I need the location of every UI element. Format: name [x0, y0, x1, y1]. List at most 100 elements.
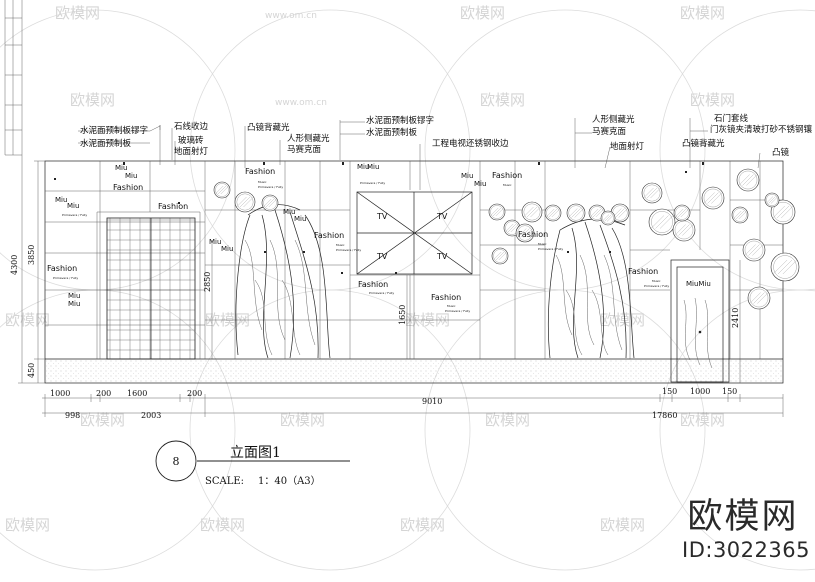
mirror-hatch: [505, 223, 514, 233]
convex-mirror-inner: [236, 193, 254, 211]
convex-mirror-inner: [517, 225, 533, 241]
mirror-hatch: [526, 206, 538, 218]
convex-mirror-inner: [546, 206, 560, 220]
mirror-hatch: [239, 196, 251, 208]
wall-text-miu: Miu: [283, 208, 295, 216]
watermark-url: www.om.cn: [265, 11, 317, 21]
mirror-hatch: [733, 210, 742, 220]
wall-text-tiny: Primavera / Fully: [644, 284, 669, 288]
wall-text-tiny: Primavera / Fully: [445, 309, 470, 313]
dim-label: 17860: [652, 411, 677, 420]
glass-brick-door: [96, 211, 201, 360]
mirror-hatch: [590, 208, 599, 218]
watermark-text: 欧模网: [460, 4, 505, 22]
mirror-hatch: [263, 198, 272, 208]
mirror-hatch: [507, 223, 517, 233]
watermark-text: 欧模网: [5, 516, 50, 534]
convex-mirror-inner: [568, 205, 584, 221]
mirror-hatch: [643, 187, 654, 199]
callout-text: 水泥面预制板镠字: [366, 115, 434, 126]
watermark-text: 欧模网: [400, 516, 445, 534]
mirror-hatch: [650, 187, 661, 199]
convex-mirrors: [213, 168, 800, 310]
view-number: 8: [173, 455, 180, 468]
wall-text-fashion: Fashion: [158, 202, 188, 211]
wall-text-miu: Miu: [221, 245, 233, 253]
watermark-text: 欧模网: [480, 91, 525, 109]
wall-text-tiny: Primavera / Fully: [369, 291, 394, 295]
convex-mirror-inner: [215, 183, 229, 197]
dim-door-height: 2850: [203, 272, 212, 292]
wall-text-fashion: Fashion: [518, 230, 548, 239]
dim-label: 1000: [690, 387, 710, 396]
wall-text-small: Music: [447, 304, 456, 308]
watermark-text: 欧模网: [280, 411, 325, 429]
mirror-hatch: [606, 214, 615, 222]
wall-text-tiny: Primavera / Fully: [538, 247, 563, 251]
convex-mirror-inner: [733, 208, 747, 222]
scale-label: SCALE:: [205, 476, 244, 487]
brand-id: ID:3022365: [682, 538, 810, 562]
mirror-hatch: [492, 207, 502, 217]
watermark-url: www.om.cn: [275, 98, 327, 108]
mirror-hatch: [265, 198, 275, 208]
wall-text-miu: Miu: [55, 196, 67, 204]
wall-text-tiny: Primavera / Fully: [360, 181, 385, 185]
mirror-hatch: [495, 251, 505, 261]
mirror-hatch: [674, 224, 686, 236]
wall-text-fashion: Fashion: [314, 231, 344, 240]
mirror-hatch: [568, 208, 578, 218]
convex-mirror-inner: [744, 240, 764, 260]
convex-mirror-inner: [643, 184, 661, 202]
dim-label: 1000: [50, 389, 70, 398]
mirror-hatch: [749, 292, 761, 304]
mirror-hatch: [490, 207, 499, 217]
mirror-hatch: [220, 185, 229, 195]
mirror-hatch: [215, 185, 224, 195]
convex-mirror-inner: [675, 206, 689, 220]
wall-text-fashion: Fashion: [113, 183, 143, 192]
mirror-hatch: [615, 208, 625, 218]
mirror-hatch: [678, 224, 690, 236]
wall-text-fashion: Fashion: [47, 264, 77, 273]
callout-text: 石线收边: [174, 121, 209, 132]
wall-text-small: Music: [652, 279, 661, 283]
wall-text-tiny: Primavera / Fully: [336, 248, 361, 252]
mirror-hatch: [523, 228, 533, 238]
wall-text-miu: Miu: [294, 215, 306, 223]
figure-sculpture-right: [547, 218, 635, 359]
dim-label: 150: [662, 387, 677, 396]
callout-text: 凸镜背藏光: [682, 138, 725, 149]
wall-text-fashion: Fashion: [358, 280, 388, 289]
mirror-hatch: [592, 208, 602, 218]
convex-mirror-inner: [773, 255, 797, 279]
mirror-hatch: [268, 198, 277, 208]
watermark-text: 欧模网: [485, 411, 530, 429]
convex-mirror-inner: [749, 288, 769, 308]
mirror-hatch: [742, 174, 754, 186]
callout-text: 门灰镜夹清玻打砂不锈钢镶: [710, 124, 813, 135]
leader-lines: [78, 118, 761, 190]
mirror-hatch: [776, 205, 790, 219]
mirror-hatch: [650, 215, 665, 229]
dim-mirror-door: 2410: [731, 308, 740, 328]
dim-label: 998: [65, 411, 80, 420]
wall-text-tiny: Primavera / Fully: [53, 276, 78, 280]
callout-text: 人形侧藏光: [287, 133, 330, 144]
mirror-hatch: [744, 244, 756, 256]
wall-text-small: Music: [336, 243, 345, 247]
wall-text-miu: Miu: [125, 172, 137, 180]
dim-left-floor: 450: [27, 363, 36, 378]
callout-text: 地面射灯: [610, 141, 645, 152]
mirror-hatch: [236, 196, 247, 208]
callout-text: 工程电视还锈钢收边: [432, 138, 509, 149]
dim-label: 150: [722, 387, 737, 396]
convex-mirror-inner: [766, 194, 778, 206]
watermark-text: 欧模网: [70, 91, 115, 109]
convex-mirror-inner: [738, 170, 758, 190]
mirror-hatch: [677, 208, 687, 218]
wall-text-tv: TV: [436, 212, 448, 221]
watermark-text: 欧模网: [690, 91, 735, 109]
